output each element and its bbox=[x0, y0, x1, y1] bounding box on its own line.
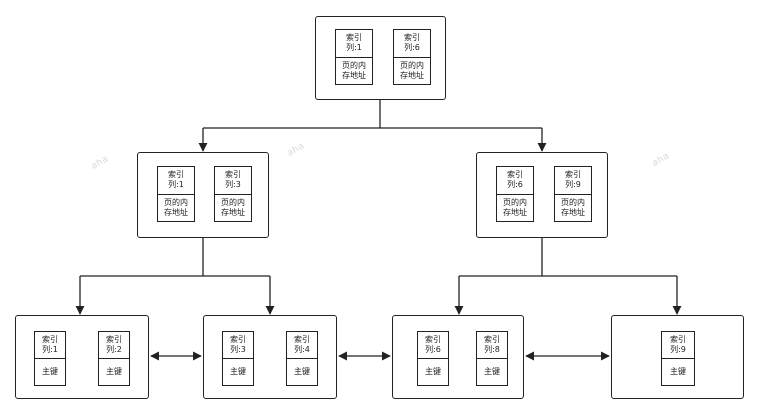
internal-right-key-cell-2: 索引 列:9 页的内 存地址 bbox=[554, 166, 592, 222]
leaf1-key-cell-1: 索引 列:1 主键 bbox=[34, 331, 66, 386]
leaf3-key-cell-2: 索引 列:8 主键 bbox=[476, 331, 508, 386]
internal-node-left: 索引 列:1 页的内 存地址 索引 列:3 页的内 存地址 bbox=[137, 152, 269, 238]
index-key-label: 索引 列:6 bbox=[418, 332, 448, 359]
page-address-label: 页的内 存地址 bbox=[400, 60, 424, 80]
leaf1-key-cell-2: 索引 列:2 主键 bbox=[98, 331, 130, 386]
primary-key-label: 主键 bbox=[670, 367, 686, 376]
page-address-label: 页的内 存地址 bbox=[561, 197, 585, 217]
index-key-label: 索引 列:6 bbox=[497, 167, 533, 195]
leaf2-key-cell-2: 索引 列:4 主键 bbox=[286, 331, 318, 386]
internal-node-right: 索引 列:6 页的内 存地址 索引 列:9 页的内 存地址 bbox=[476, 152, 608, 238]
index-key-label: 索引 列:9 bbox=[662, 332, 694, 359]
internal-left-key-cell-1: 索引 列:1 页的内 存地址 bbox=[157, 166, 195, 222]
page-address-label: 页的内 存地址 bbox=[503, 197, 527, 217]
root-key-cell-2: 索引 列:6 页的内 存地址 bbox=[393, 29, 431, 85]
root-key-cell-1: 索引 列:1 页的内 存地址 bbox=[335, 29, 373, 85]
index-key-label: 索引 列:4 bbox=[287, 332, 317, 359]
index-key-label: 索引 列:1 bbox=[158, 167, 194, 195]
index-key-label: 索引 列:1 bbox=[35, 332, 65, 359]
page-address-label: 页的内 存地址 bbox=[221, 197, 245, 217]
primary-key-label: 主键 bbox=[106, 367, 122, 376]
primary-key-label: 主键 bbox=[425, 367, 441, 376]
leaf-node-3: 索引 列:6 主键 索引 列:8 主键 bbox=[392, 315, 524, 399]
primary-key-label: 主键 bbox=[230, 367, 246, 376]
primary-key-label: 主键 bbox=[484, 367, 500, 376]
primary-key-label: 主键 bbox=[294, 367, 310, 376]
index-key-label: 索引 列:2 bbox=[99, 332, 129, 359]
leaf3-key-cell-1: 索引 列:6 主键 bbox=[417, 331, 449, 386]
page-address-label: 页的内 存地址 bbox=[164, 197, 188, 217]
leaf-node-2: 索引 列:3 主键 索引 列:4 主键 bbox=[203, 315, 337, 399]
internal-left-key-cell-2: 索引 列:3 页的内 存地址 bbox=[214, 166, 252, 222]
leaf-node-1: 索引 列:1 主键 索引 列:2 主键 bbox=[15, 315, 149, 399]
internal-right-key-cell-1: 索引 列:6 页的内 存地址 bbox=[496, 166, 534, 222]
index-key-label: 索引 列:8 bbox=[477, 332, 507, 359]
root-node: 索引 列:1 页的内 存地址 索引 列:6 页的内 存地址 bbox=[315, 16, 446, 100]
index-key-label: 索引 列:3 bbox=[215, 167, 251, 195]
page-address-label: 页的内 存地址 bbox=[342, 60, 366, 80]
index-key-label: 索引 列:3 bbox=[223, 332, 253, 359]
index-key-label: 索引 列:9 bbox=[555, 167, 591, 195]
leaf2-key-cell-1: 索引 列:3 主键 bbox=[222, 331, 254, 386]
primary-key-label: 主键 bbox=[42, 367, 58, 376]
leaf4-key-cell-1: 索引 列:9 主键 bbox=[661, 331, 695, 386]
leaf-node-4: 索引 列:9 主键 bbox=[611, 315, 744, 399]
index-key-label: 索引 列:1 bbox=[336, 30, 372, 58]
index-key-label: 索引 列:6 bbox=[394, 30, 430, 58]
